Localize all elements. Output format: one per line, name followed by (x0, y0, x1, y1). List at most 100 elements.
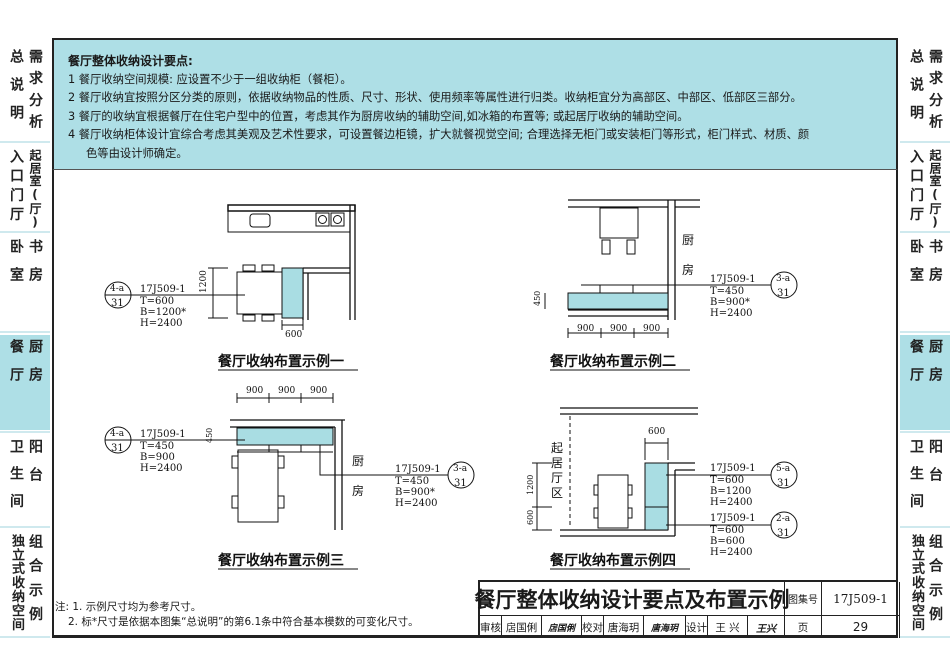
section-tab-label: 需求分析 (27, 49, 43, 137)
ref-circle-top: 4-a (110, 284, 125, 294)
checker-signature: 唐海玥 (644, 616, 686, 638)
spec-h: H=2400 (710, 308, 753, 319)
tab-divider (900, 141, 950, 143)
dimension-label: 600 (526, 510, 535, 525)
reviewer-signature: 扂国俐 (542, 616, 582, 638)
kitchen-counter (227, 210, 351, 233)
section-tab-label: 入口门厅 (8, 149, 24, 227)
ref-code: 17J509-1 (710, 463, 756, 474)
layout-example-2: 厨 房 450 900 900 900 3-a 31 17J509-1 T=45… (533, 199, 798, 371)
ref-circle-bottom: 31 (777, 478, 790, 489)
atlas-number: 17J509-1 (822, 582, 900, 615)
stove-icon (330, 212, 345, 227)
page-number: 29 (822, 616, 900, 638)
tab-divider (0, 526, 50, 528)
ref-code: 17J509-1 (710, 274, 756, 285)
tab-divider (0, 231, 50, 233)
section-tab-label: 总说明 (8, 49, 24, 133)
dimension-label: 900 (610, 324, 627, 334)
storage-cabinet (644, 462, 669, 531)
section-tab-label: 需求分析 (927, 49, 943, 137)
section-tab-label: 厨房 (927, 339, 943, 395)
section-tab-label: 卫生间 (8, 439, 24, 521)
checker-name: 唐海玥 (604, 616, 644, 638)
tab-divider (900, 636, 950, 638)
section-tab-label: 厨房 (27, 339, 43, 395)
spec-b: B=1200 (710, 486, 751, 497)
example-title: 餐厅收纳布置示例四 (549, 552, 676, 569)
spec-b: B=1200* (140, 307, 186, 318)
room-label: 厨 (352, 454, 364, 468)
spec-h: H=2400 (395, 498, 438, 509)
section-tab-label: 餐厅 (908, 339, 924, 395)
dimension-label: 600 (648, 427, 665, 437)
tab-divider (900, 331, 950, 333)
section-tab-5[interactable]: 独立式收纳空间组合示例 (0, 530, 50, 638)
tab-divider (0, 636, 50, 638)
room-label: 起 (551, 441, 563, 455)
section-tab-0[interactable]: 总说明需求分析 (0, 45, 50, 143)
section-tab-1[interactable]: 入口门厅起居室(厅) (0, 145, 50, 233)
spec-h: H=2400 (140, 318, 183, 329)
example-title: 餐厅收纳布置示例一 (217, 353, 344, 370)
section-tab-label: 餐厅 (8, 339, 24, 395)
section-tab-2[interactable]: 卧室书房 (900, 235, 950, 333)
right-section-tabs: 总说明需求分析入口门厅起居室(厅)卧室书房餐厅厨房卫生间阳台独立式收纳空间组合示… (900, 38, 950, 638)
designer-name: 王 兴 (708, 616, 748, 638)
design-point-3: 3 餐厅的收纳宜根据餐厅在住宅户型中的位置，考虑其作为厨房收纳的辅助空间,如冰箱… (68, 109, 689, 123)
design-point-4: 4 餐厅收纳柜体设计宜综合考虑其美观及艺术性要求，可设置餐边柜镜，扩大就餐视觉空… (68, 128, 810, 141)
dimension-label: 600 (285, 330, 302, 340)
ref-circle-top: 2-a (776, 514, 791, 524)
section-tab-3[interactable]: 餐厅厨房 (900, 335, 950, 433)
note-2: 2. 标*尺寸是依据本图集“总说明”的第6.1条中符合基本模数的可变化尺寸。 (68, 616, 419, 628)
sheet-title: 餐厅整体收纳设计要点及布置示例 (475, 582, 790, 615)
title-block: 餐厅整体收纳设计要点及布置示例 图集号 17J509-1 审核 扂国俐 扂国俐 … (475, 580, 900, 638)
ref-code: 17J509-1 (140, 284, 186, 295)
ref-circle-top: 3-a (453, 464, 468, 474)
ref-code: 17J509-1 (395, 464, 441, 475)
storage-cabinet (281, 267, 304, 319)
reviewer-name: 扂国俐 (502, 616, 542, 638)
section-tab-label: 起居室(厅) (928, 149, 942, 230)
spec-h: H=2400 (710, 547, 753, 558)
sink-icon (249, 213, 271, 228)
spec-b: B=600 (710, 536, 745, 547)
section-tab-label: 组合示例 (27, 534, 43, 632)
dimension-label: 900 (310, 386, 327, 396)
ref-circle-bottom: 31 (111, 443, 124, 454)
section-tab-0[interactable]: 总说明需求分析 (900, 45, 950, 143)
section-tab-4[interactable]: 卫生间阳台 (900, 435, 950, 528)
section-tab-4[interactable]: 卫生间阳台 (0, 435, 50, 528)
wall (227, 204, 356, 212)
section-tab-label: 卫生间 (908, 439, 924, 521)
section-tab-label: 书房 (927, 239, 943, 295)
stove-icon (315, 212, 330, 227)
section-tab-label: 卧室 (8, 239, 24, 295)
section-tab-1[interactable]: 入口门厅起居室(厅) (900, 145, 950, 233)
atlas-label: 图集号 (785, 582, 822, 615)
dimension-label: 900 (577, 324, 594, 334)
review-label: 审核 (480, 616, 502, 638)
room-label: 厨 (682, 233, 694, 247)
example-title: 餐厅收纳布置示例二 (549, 353, 676, 370)
dimension-label: 900 (643, 324, 660, 334)
storage-cabinet (567, 292, 669, 310)
ref-circle-top: 3-a (776, 274, 791, 284)
ref-circle-top: 4-a (110, 429, 125, 439)
design-point-1: 1 餐厅收纳空间规模: 应设置不少于一组收纳柜（餐柜）。 (68, 72, 352, 86)
notes: 注: 1. 示例尺寸均为参考尺寸。 2. 标*尺寸是依据本图集“总说明”的第6.… (55, 600, 419, 630)
spec-t: T=450 (395, 476, 429, 487)
design-point-2: 2 餐厅收纳宜按照分区分类的原则，依据收纳物品的性质、尺寸、形状、使用频率等属性… (68, 91, 802, 104)
spec-h: H=2400 (710, 497, 753, 508)
storage-cabinet (236, 427, 334, 446)
section-tab-2[interactable]: 卧室书房 (0, 235, 50, 333)
layout-example-3: 900 900 900 厨 房 450 4-a 31 17J509-1 T=45… (104, 386, 475, 570)
page-label: 页 (785, 616, 822, 638)
spec-t: T=450 (710, 286, 744, 297)
section-tab-5[interactable]: 独立式收纳空间组合示例 (900, 530, 950, 638)
section-tab-3[interactable]: 餐厅厨房 (0, 335, 50, 433)
dimension-label: 450 (205, 428, 214, 443)
layout-example-1: 1200 600 4-a 31 17J509-1 T=600 B=1200* H… (104, 204, 358, 371)
ref-circle-bottom: 31 (111, 298, 124, 309)
tab-divider (0, 431, 50, 433)
